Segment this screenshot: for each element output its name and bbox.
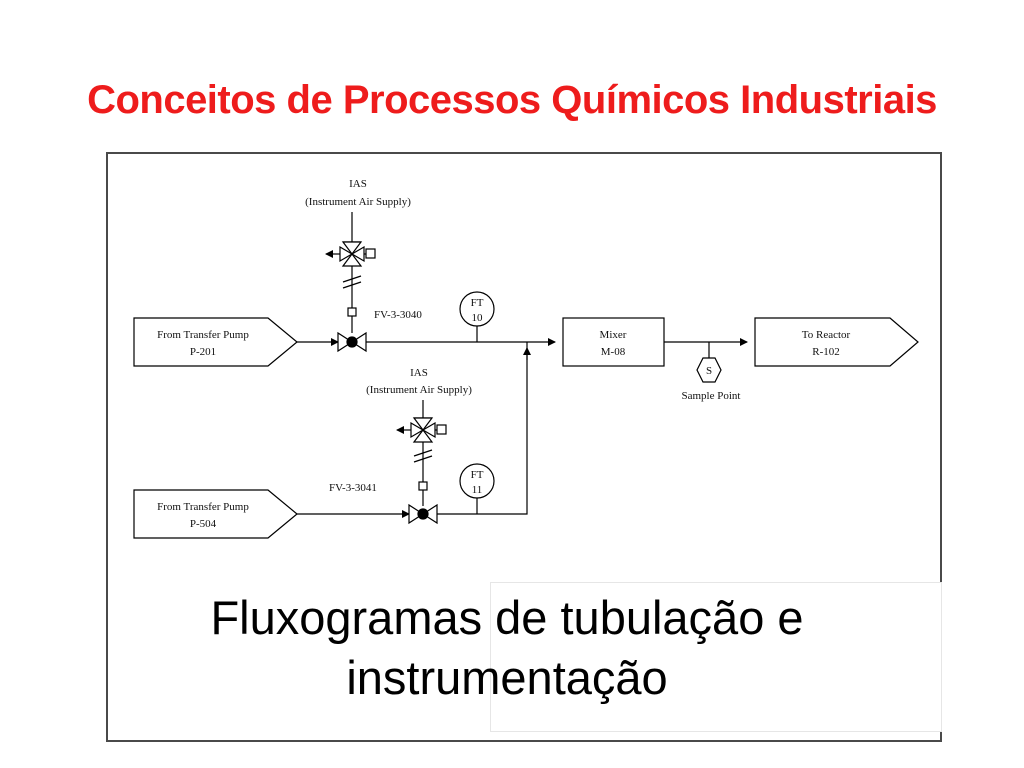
caption-background bbox=[490, 582, 942, 732]
caption-line-2: instrumentação bbox=[346, 651, 668, 704]
mixer-box bbox=[562, 317, 665, 367]
flow-transmitter-10-icon bbox=[459, 291, 495, 342]
sample-point-symbol: S bbox=[706, 365, 712, 377]
ft10-number: 10 bbox=[472, 312, 484, 324]
ias-bottom-label: IAS bbox=[410, 367, 428, 379]
mixer-line2: M-08 bbox=[601, 346, 626, 358]
flow-transmitter-11-icon bbox=[459, 463, 495, 514]
reactor-r102-box bbox=[754, 317, 919, 367]
solenoid-valve-top-icon bbox=[325, 212, 376, 333]
slide-caption: Fluxogramas de tubulação e instrumentaçã… bbox=[112, 588, 902, 708]
control-valve-top-icon bbox=[337, 331, 367, 353]
valve-top-label: FV-3-3040 bbox=[374, 309, 422, 321]
ft10-tag: FT bbox=[471, 297, 484, 309]
ias-bottom-sublabel: (Instrument Air Supply) bbox=[366, 384, 472, 396]
process-line-outlet bbox=[664, 338, 748, 358]
process-line-bottom bbox=[297, 342, 531, 518]
control-valve-bottom-icon bbox=[408, 503, 438, 525]
slide-title: Conceitos de Processos Químicos Industri… bbox=[87, 78, 937, 122]
source-p201-line1: From Transfer Pump bbox=[157, 329, 249, 341]
mixer-line1: Mixer bbox=[600, 329, 627, 341]
ft11-tag: FT bbox=[471, 469, 484, 481]
source-p504-box bbox=[133, 489, 298, 539]
source-p201-line2: P-201 bbox=[190, 346, 216, 358]
sample-point-label: Sample Point bbox=[682, 390, 741, 402]
ias-top-label: IAS bbox=[349, 178, 367, 190]
source-p504-line2: P-504 bbox=[190, 518, 217, 530]
reactor-line2: R-102 bbox=[812, 346, 840, 358]
solenoid-valve-bottom-icon bbox=[396, 400, 447, 506]
valve-bottom-label: FV-3-3041 bbox=[329, 482, 377, 494]
caption-line-1: Fluxogramas de tubulação e bbox=[210, 591, 804, 644]
reactor-line1: To Reactor bbox=[802, 329, 851, 341]
source-p201-box bbox=[133, 317, 298, 367]
sample-point-icon bbox=[696, 357, 722, 383]
source-p504-line1: From Transfer Pump bbox=[157, 501, 249, 513]
ias-top-sublabel: (Instrument Air Supply) bbox=[305, 196, 411, 208]
ft11-number: 11 bbox=[472, 484, 483, 496]
